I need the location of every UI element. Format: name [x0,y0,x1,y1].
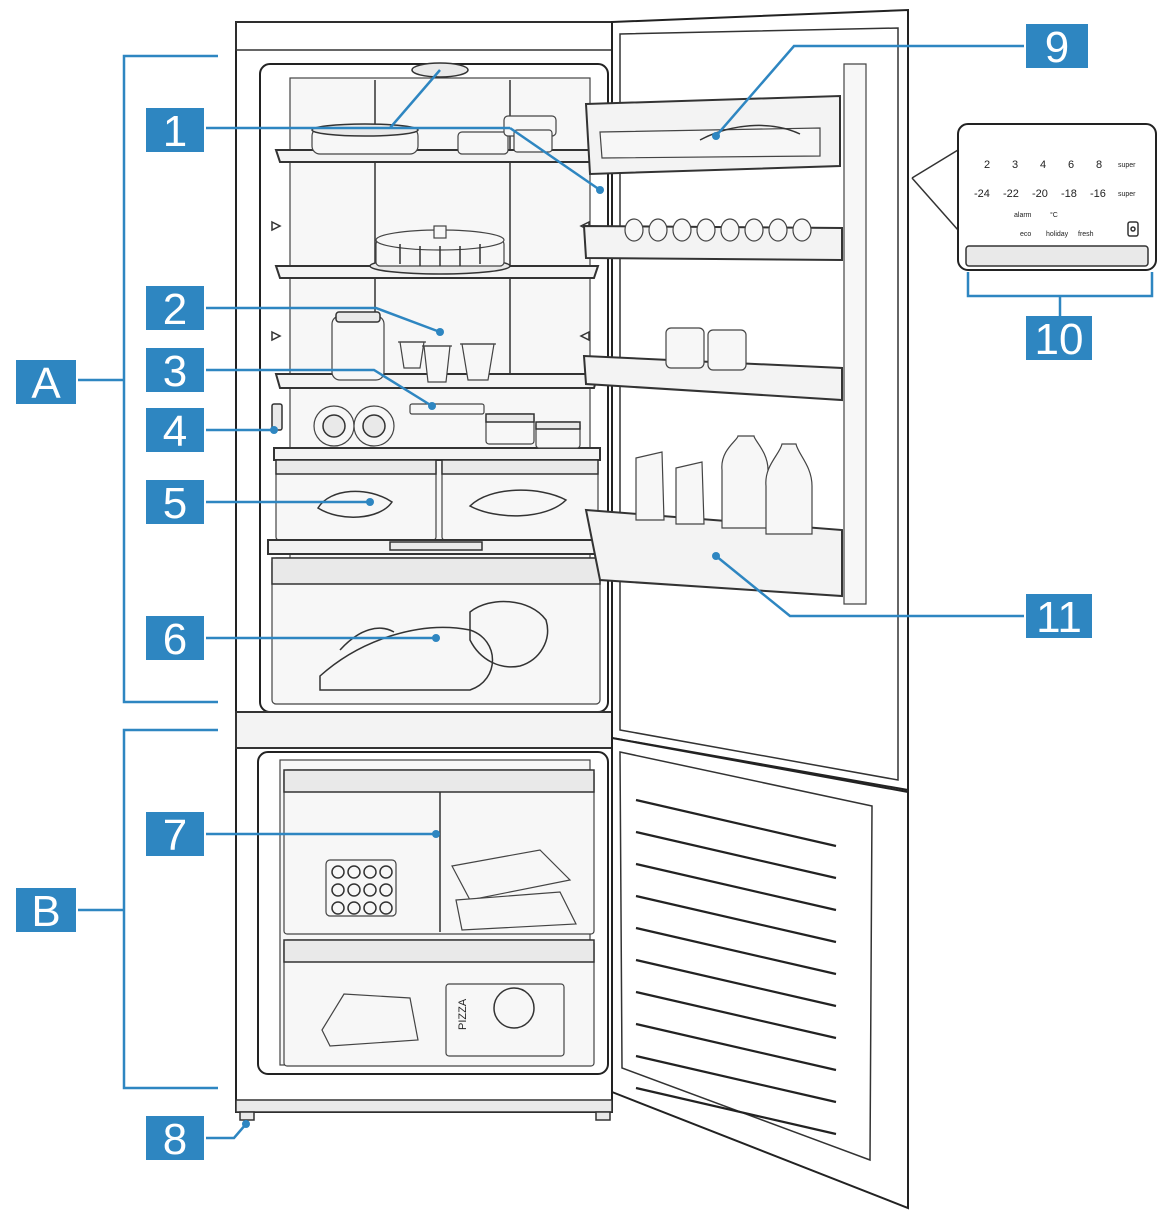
callout-1-label: 1 [163,107,187,156]
freezer-super[interactable]: super [1118,191,1136,198]
freezer-temp-24[interactable]: -24 [974,188,990,200]
callout-4-label: 4 [163,407,187,456]
freezer-temp-20[interactable]: -20 [1032,188,1048,200]
fridge-super[interactable]: super [1118,162,1136,169]
fridge-temp-2[interactable]: 2 [984,159,990,171]
callout-2: 2 [146,285,204,334]
callout-7-label: 7 [163,811,187,860]
callout-9-label: 9 [1045,23,1069,72]
callout-5-label: 5 [163,479,187,528]
freezer-drawers: PIZZA [284,770,594,1066]
callout-6: 6 [146,615,204,664]
callout-8-label: 8 [163,1115,187,1164]
fridge-temp-4[interactable]: 4 [1040,159,1046,171]
zone-brackets [78,56,218,1088]
callout-5: 5 [146,479,204,528]
callout-2-label: 2 [163,285,187,334]
fridge-door [584,10,908,790]
callout-3: 3 [146,347,204,396]
callout-11: 11 [1026,593,1092,642]
crisper-drawers [268,460,604,554]
fridge-temp-3[interactable]: 3 [1012,159,1018,171]
callout-4: 4 [146,407,204,456]
alarm-label[interactable]: alarm [1014,212,1032,219]
callout-6-label: 6 [163,615,187,664]
callout-9: 9 [1026,23,1088,72]
callout-11-label: 11 [1036,593,1082,642]
zone-a-label: A [31,359,61,408]
pizza-box-label: PIZZA [457,998,469,1030]
fridge-temp-6[interactable]: 6 [1068,159,1074,171]
fridge-temp-8[interactable]: 8 [1096,159,1102,171]
freezer-temp-22[interactable]: -22 [1003,188,1019,200]
mode-eco[interactable]: eco [1020,231,1031,238]
mode-holiday[interactable]: holiday [1046,231,1069,238]
callout-3-label: 3 [163,347,187,396]
alarm-value: °C [1050,211,1058,219]
zone-a: A [16,359,76,408]
freezer-temp-18[interactable]: -18 [1061,188,1077,200]
zone-b: B [16,887,76,936]
callout-1: 1 [146,107,204,156]
vegetable-drawer [272,558,600,704]
zone-b-label: B [31,887,60,936]
cake-stand [370,226,510,274]
control-panel: 2 3 4 6 8 super -24 -22 -20 -18 -16 supe… [912,124,1156,316]
freezer-temp-16[interactable]: -16 [1090,188,1106,200]
callout-8: 8 [146,1115,204,1164]
callout-10-label: 10 [1035,315,1084,364]
freezer-door [612,738,908,1208]
callout-10: 10 [1026,315,1092,364]
mode-fresh[interactable]: fresh [1078,231,1094,238]
callout-7: 7 [146,811,204,860]
